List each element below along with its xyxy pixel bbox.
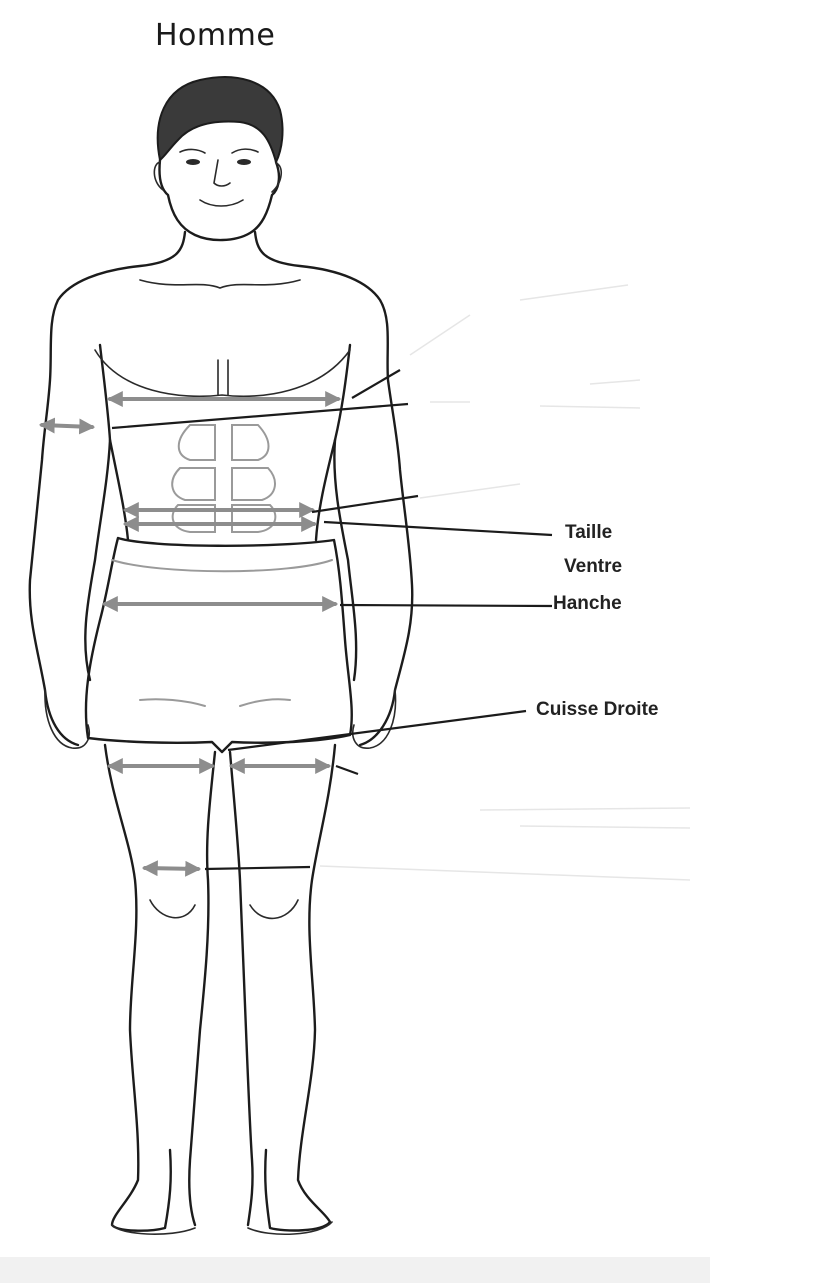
- torso-right-outline: [253, 230, 414, 747]
- knee-measure-arrow: [141, 860, 202, 877]
- head-outline: [158, 158, 281, 242]
- diagram-title: Homme: [155, 18, 276, 53]
- knee-leader-line: [204, 865, 311, 871]
- chest-line: [94, 349, 351, 398]
- shorts-waistband: [111, 559, 333, 573]
- arm-measure-arrow: [38, 417, 96, 435]
- shorts-pocket-lines: [139, 698, 291, 707]
- taille-leader-line: [323, 520, 553, 537]
- right-flank: [314, 438, 337, 542]
- left-knee: [149, 899, 196, 919]
- left-leg-outer: [103, 743, 172, 1232]
- chest-leader-line: [351, 369, 401, 399]
- right-leg-inner: [228, 750, 254, 1227]
- right-foot: [247, 1221, 333, 1236]
- right-hand: [352, 689, 397, 749]
- cuisse-droite-leader-line: [227, 709, 527, 752]
- label-ventre: Ventre: [564, 556, 623, 577]
- torso-left-outline: [28, 230, 187, 747]
- left-ear: [153, 161, 164, 191]
- right-eye: [237, 159, 251, 165]
- right-eyebrow: [231, 148, 259, 154]
- left-leg-inner: [188, 750, 217, 1227]
- left-foot: [111, 1224, 196, 1235]
- mouth: [199, 199, 244, 207]
- arm-leader-line: [111, 402, 409, 430]
- sternum-line: [217, 359, 229, 396]
- hair: [156, 76, 284, 165]
- waist-top-leader-line: [311, 494, 419, 514]
- label-taille: Taille: [565, 522, 613, 543]
- faint-residual-lines: [319, 284, 691, 881]
- hanche-leader-line: [339, 603, 553, 608]
- nose: [213, 159, 231, 187]
- right-inner-arm: [333, 343, 358, 682]
- bottom-gray-strip: [0, 1257, 710, 1283]
- label-hanche: Hanche: [553, 593, 622, 614]
- right-knee: [249, 899, 299, 920]
- left-inner-arm: [84, 343, 112, 682]
- right-leg-outer: [264, 743, 337, 1232]
- collarbone: [139, 279, 301, 289]
- hand-marker-line: [335, 764, 359, 776]
- left-eyebrow: [179, 148, 206, 154]
- label-cuisse-droite: Cuisse Droite: [536, 699, 659, 720]
- right-ear: [271, 162, 282, 193]
- shorts-outline: [84, 536, 353, 754]
- abdominal-muscles: [171, 424, 277, 533]
- left-eye: [186, 159, 200, 165]
